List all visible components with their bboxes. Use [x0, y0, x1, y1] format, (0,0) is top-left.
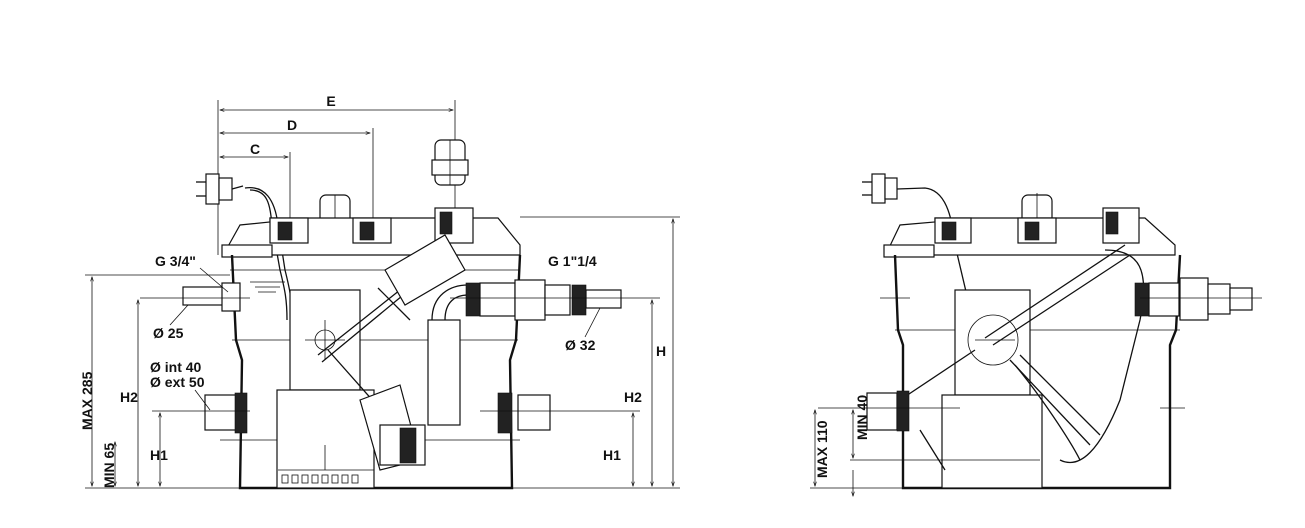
dimension-d-label: D — [287, 117, 297, 133]
min-65-label: MIN 65 — [101, 443, 117, 488]
callout-labels: G 3/4" Ø 25 Ø int 40 Ø ext 50 G 1"1/4 Ø … — [150, 253, 601, 411]
side-int-label: Ø int 40 — [150, 359, 202, 375]
h2-left-label: H2 — [120, 389, 138, 405]
h2-right-label: H2 — [624, 389, 642, 405]
max-285-label: MAX 285 — [79, 371, 95, 430]
dimension-e-label: E — [326, 93, 335, 109]
max-110-label: MAX 110 — [814, 420, 830, 478]
right-pump-tank-drawing: MAX 110 MIN 40 — [810, 173, 1262, 496]
submersible-pump — [276, 289, 375, 489]
outlet-thread-label: G 1"1/4 — [548, 253, 597, 269]
side-ext-label: Ø ext 50 — [150, 374, 205, 390]
inlet-diameter-label: Ø 25 — [153, 325, 184, 341]
outlet-diameter-label: Ø 32 — [565, 337, 596, 353]
h1-left-label: H1 — [150, 447, 168, 463]
min-40-label: MIN 40 — [854, 395, 870, 440]
inlet-thread-label: G 3/4" — [155, 253, 196, 269]
h1-right-label: H1 — [603, 447, 621, 463]
inlet-fitting — [140, 282, 640, 434]
discharge-pipe — [379, 279, 660, 466]
left-pump-tank-drawing: E D C — [79, 93, 680, 490]
vertical-dimensions: MAX 285 MIN 65 H2 H1 H H2 H1 — [79, 216, 680, 489]
top-dimension-lines: E D C — [217, 93, 456, 255]
dimension-c-label: C — [250, 141, 260, 157]
h-label: H — [656, 343, 666, 359]
